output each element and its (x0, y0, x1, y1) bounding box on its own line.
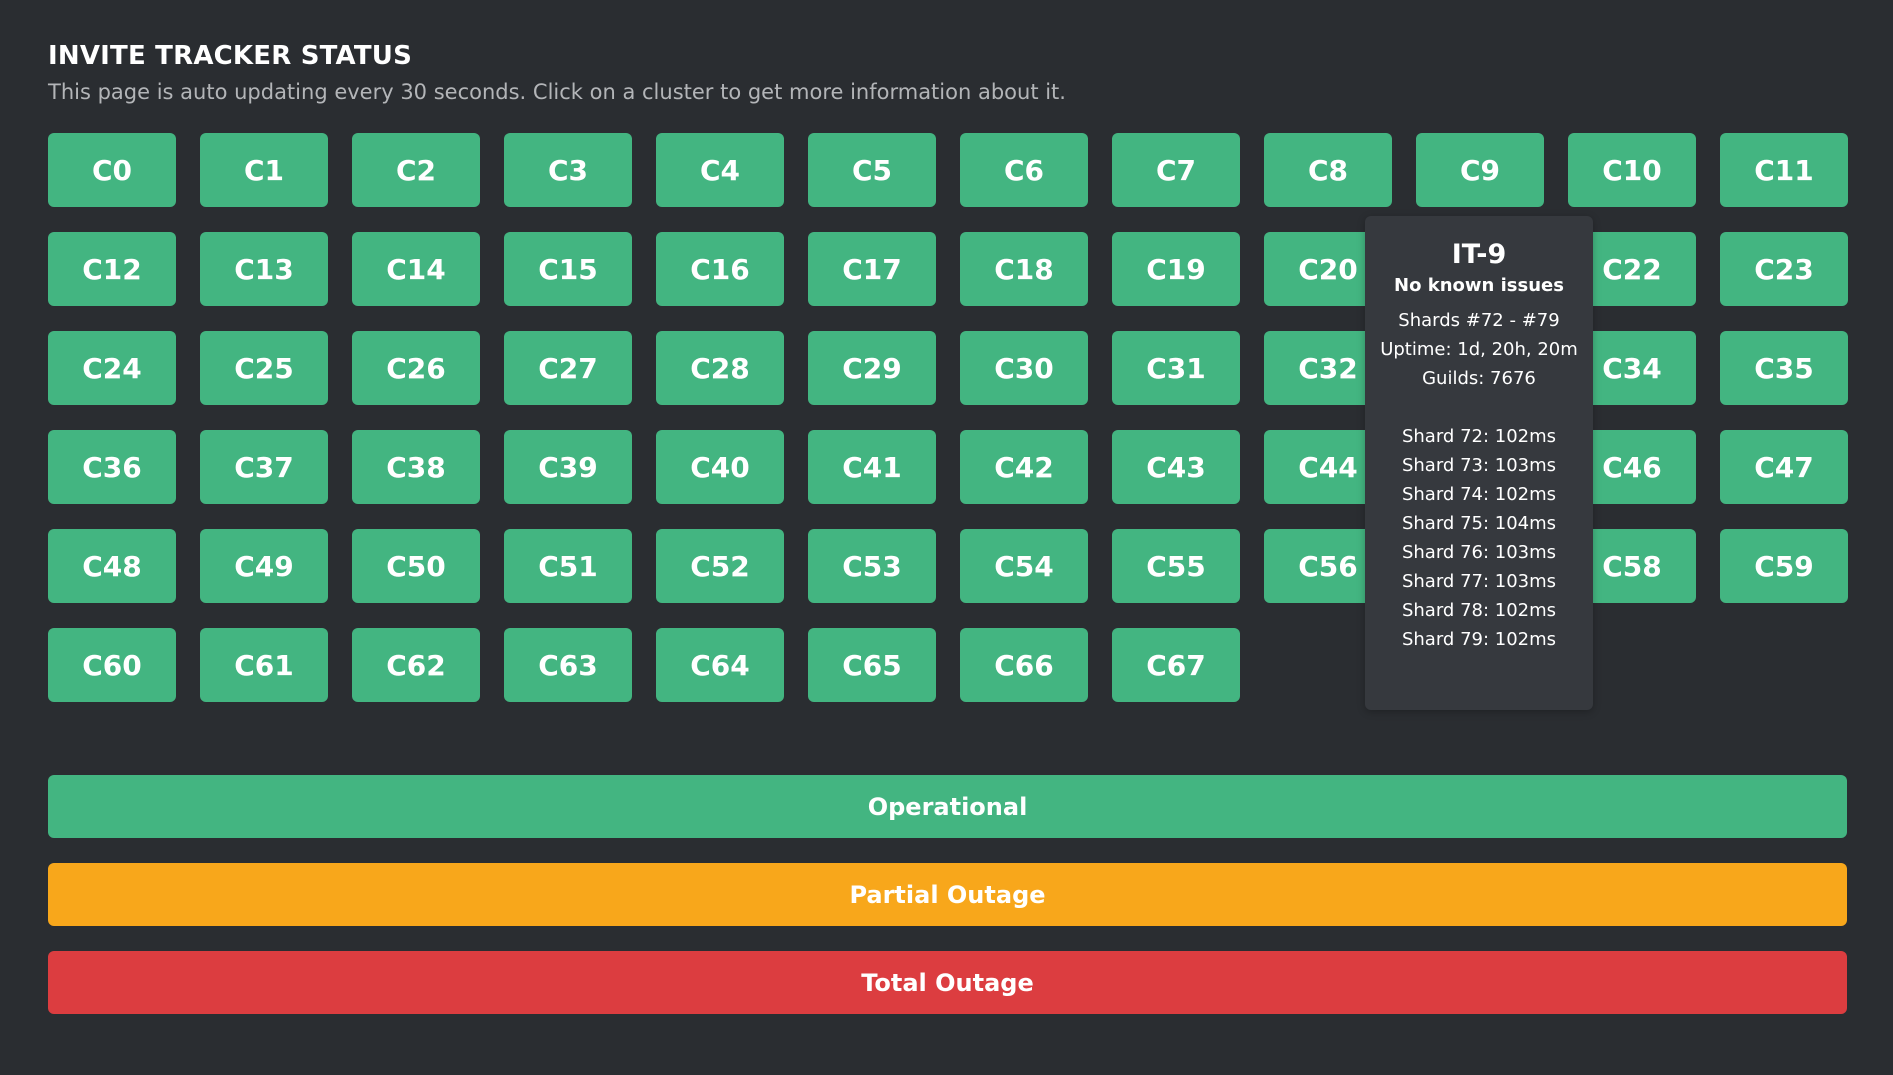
cluster-button[interactable]: C66 (960, 628, 1088, 702)
cluster-button[interactable]: C25 (200, 331, 328, 405)
cluster-button[interactable]: C55 (1112, 529, 1240, 603)
cluster-button[interactable]: C48 (48, 529, 176, 603)
cluster-button[interactable]: C63 (504, 628, 632, 702)
cluster-button[interactable]: C43 (1112, 430, 1240, 504)
cluster-button[interactable]: C29 (808, 331, 936, 405)
cluster-button[interactable]: C42 (960, 430, 1088, 504)
cluster-button[interactable]: C26 (352, 331, 480, 405)
tooltip-shard-latency: Shard 79: 102ms (1401, 629, 1557, 650)
cluster-button[interactable]: C61 (200, 628, 328, 702)
header: INVITE TRACKER STATUS This page is auto … (48, 40, 1066, 106)
cluster-button[interactable]: C17 (808, 232, 936, 306)
legend-total-outage: Total Outage (48, 951, 1847, 1014)
cluster-button[interactable]: C10 (1568, 133, 1696, 207)
cluster-button[interactable]: C4 (656, 133, 784, 207)
cluster-button[interactable]: C31 (1112, 331, 1240, 405)
tooltip-shard-latency: Shard 76: 103ms (1401, 542, 1557, 563)
cluster-button[interactable]: C64 (656, 628, 784, 702)
cluster-button[interactable]: C18 (960, 232, 1088, 306)
cluster-button[interactable]: C54 (960, 529, 1088, 603)
legend-partial-outage: Partial Outage (48, 863, 1847, 926)
tooltip-guilds: Guilds: 7676 (1422, 368, 1536, 389)
cluster-button[interactable]: C39 (504, 430, 632, 504)
cluster-button[interactable]: C1 (200, 133, 328, 207)
cluster-button[interactable]: C35 (1720, 331, 1848, 405)
tooltip-shard-latency: Shard 75: 104ms (1401, 513, 1557, 534)
cluster-button[interactable]: C12 (48, 232, 176, 306)
legend-operational: Operational (48, 775, 1847, 838)
cluster-button[interactable]: C60 (48, 628, 176, 702)
cluster-button[interactable]: C28 (656, 331, 784, 405)
cluster-button[interactable]: C5 (808, 133, 936, 207)
cluster-button[interactable]: C38 (352, 430, 480, 504)
cluster-button[interactable]: C14 (352, 232, 480, 306)
tooltip-shard-latency: Shard 73: 103ms (1401, 455, 1557, 476)
cluster-button[interactable]: C65 (808, 628, 936, 702)
cluster-button[interactable]: C67 (1112, 628, 1240, 702)
tooltip-shard-latency: Shard 78: 102ms (1401, 600, 1557, 621)
tooltip-shard-latency: Shard 77: 103ms (1401, 571, 1557, 592)
cluster-button[interactable]: C11 (1720, 133, 1848, 207)
cluster-button[interactable]: C3 (504, 133, 632, 207)
cluster-button[interactable]: C62 (352, 628, 480, 702)
cluster-button[interactable]: C23 (1720, 232, 1848, 306)
cluster-button[interactable]: C27 (504, 331, 632, 405)
tooltip-spacer (1377, 393, 1581, 422)
tooltip-uptime: Uptime: 1d, 20h, 20m (1380, 339, 1578, 360)
cluster-button[interactable]: C30 (960, 331, 1088, 405)
tooltip-title: IT-9 (1451, 239, 1507, 270)
tooltip-shards-range: Shards #72 - #79 (1398, 310, 1560, 331)
cluster-button[interactable]: C59 (1720, 529, 1848, 603)
cluster-button[interactable]: C50 (352, 529, 480, 603)
cluster-button[interactable]: C36 (48, 430, 176, 504)
cluster-button[interactable]: C49 (200, 529, 328, 603)
tooltip-shard-latency: Shard 72: 102ms (1401, 426, 1557, 447)
cluster-button[interactable]: C15 (504, 232, 632, 306)
tooltip-status: No known issues (1394, 275, 1564, 296)
cluster-button[interactable]: C19 (1112, 232, 1240, 306)
cluster-button[interactable]: C6 (960, 133, 1088, 207)
cluster-button[interactable]: C24 (48, 331, 176, 405)
tooltip-shard-latency: Shard 74: 102ms (1401, 484, 1557, 505)
cluster-button[interactable]: C9 (1416, 133, 1544, 207)
cluster-button[interactable]: C40 (656, 430, 784, 504)
cluster-button[interactable]: C7 (1112, 133, 1240, 207)
cluster-button[interactable]: C53 (808, 529, 936, 603)
cluster-button[interactable]: C41 (808, 430, 936, 504)
cluster-button[interactable]: C0 (48, 133, 176, 207)
page-subtitle: This page is auto updating every 30 seco… (48, 80, 1066, 104)
page-title: INVITE TRACKER STATUS (48, 41, 413, 71)
cluster-button[interactable]: C16 (656, 232, 784, 306)
cluster-button[interactable]: C8 (1264, 133, 1392, 207)
cluster-button[interactable]: C52 (656, 529, 784, 603)
cluster-button[interactable]: C13 (200, 232, 328, 306)
cluster-button[interactable]: C51 (504, 529, 632, 603)
cluster-button[interactable]: C2 (352, 133, 480, 207)
tooltip-body: Shards #72 - #79 Uptime: 1d, 20h, 20m Gu… (1365, 306, 1593, 654)
cluster-button[interactable]: C37 (200, 430, 328, 504)
cluster-button[interactable]: C47 (1720, 430, 1848, 504)
cluster-tooltip: IT-9 No known issues Shards #72 - #79 Up… (1365, 216, 1593, 710)
